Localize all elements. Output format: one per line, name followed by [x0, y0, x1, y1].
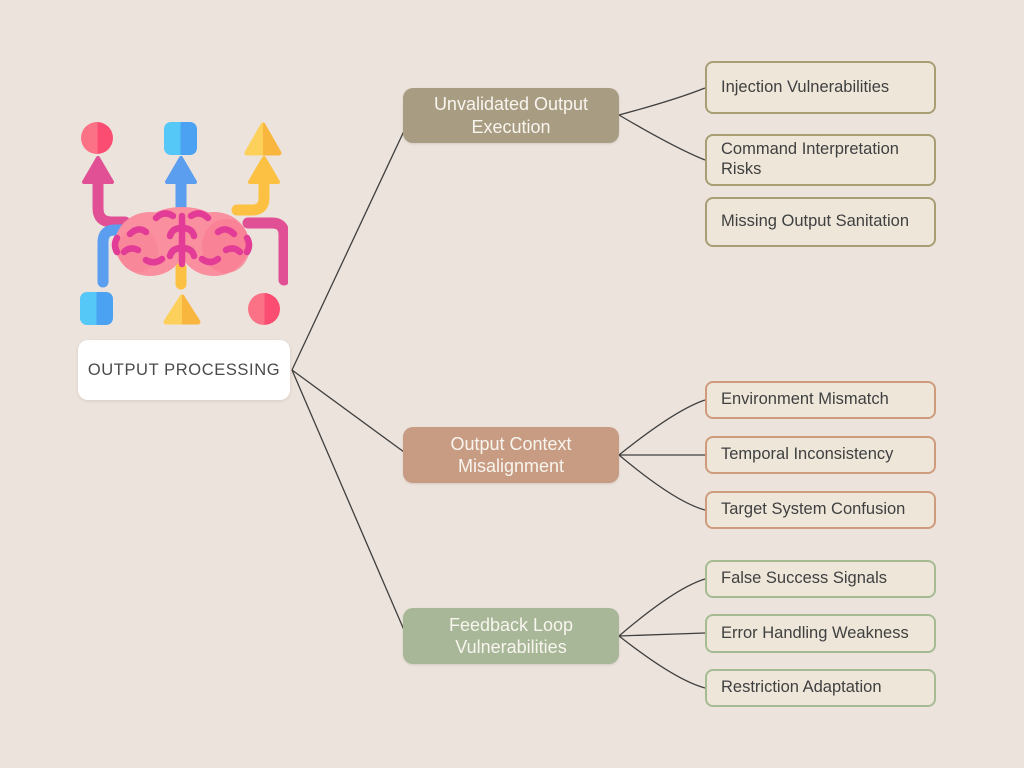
branch-node-label: Unvalidated Output Execution	[433, 94, 589, 137]
leaf-node-missing-output-sanitation[interactable]: Missing Output Sanitation	[705, 197, 936, 247]
leaf-node-label: False Success Signals	[721, 569, 887, 588]
leaf-node-temporal-inconsistency[interactable]: Temporal Inconsistency	[705, 436, 936, 474]
leaf-node-injection-vulnerabilities[interactable]: Injection Vulnerabilities	[705, 61, 936, 114]
leaf-node-label: Target System Confusion	[721, 500, 906, 519]
branch-node-unvalidated-output-execution[interactable]: Unvalidated Output Execution	[403, 88, 619, 143]
blue-square-top-center	[164, 122, 197, 155]
brain-glyph	[111, 207, 253, 290]
leaf-node-label: Restriction Adaptation	[721, 678, 882, 697]
root-node[interactable]: OUTPUT PROCESSING	[78, 340, 290, 400]
branch-node-label: Output Context Misalignment	[450, 433, 572, 477]
leaf-node-label: Command Interpretation Risks	[721, 140, 899, 178]
brain-decision-icon	[76, 112, 290, 330]
branch-node-feedback-loop-vulnerabilities[interactable]: Feedback Loop Vulnerabilities	[403, 608, 619, 664]
pink-circle-bottom-right	[248, 293, 280, 325]
leaf-node-environment-mismatch[interactable]: Environment Mismatch	[705, 381, 936, 419]
branch-node-output-context-misalignment[interactable]: Output Context Misalignment	[403, 427, 619, 483]
leaf-node-target-system-confusion[interactable]: Target System Confusion	[705, 491, 936, 529]
leaf-node-false-success-signals[interactable]: False Success Signals	[705, 560, 936, 598]
root-node-label: OUTPUT PROCESSING	[87, 360, 281, 379]
pink-circle-top-left	[81, 122, 113, 154]
leaf-node-label: Error Handling Weakness	[721, 623, 909, 642]
leaf-node-label: Temporal Inconsistency	[721, 445, 894, 464]
leaf-node-command-interpretation-risks[interactable]: Command Interpretation Risks	[705, 134, 936, 186]
yellow-triangle-bottom-center	[163, 294, 201, 325]
branch-node-label: Feedback Loop Vulnerabilities	[448, 614, 574, 658]
leaf-node-error-handling-weakness[interactable]: Error Handling Weakness	[705, 614, 936, 653]
leaf-node-label: Injection Vulnerabilities	[721, 77, 890, 96]
leaf-node-restriction-adaptation[interactable]: Restriction Adaptation	[705, 669, 936, 707]
leaf-node-label: Missing Output Sanitation	[721, 212, 910, 231]
yellow-triangle-top-right	[244, 122, 282, 156]
blue-square-bottom-left	[80, 292, 113, 325]
leaf-node-label: Environment Mismatch	[721, 390, 889, 409]
